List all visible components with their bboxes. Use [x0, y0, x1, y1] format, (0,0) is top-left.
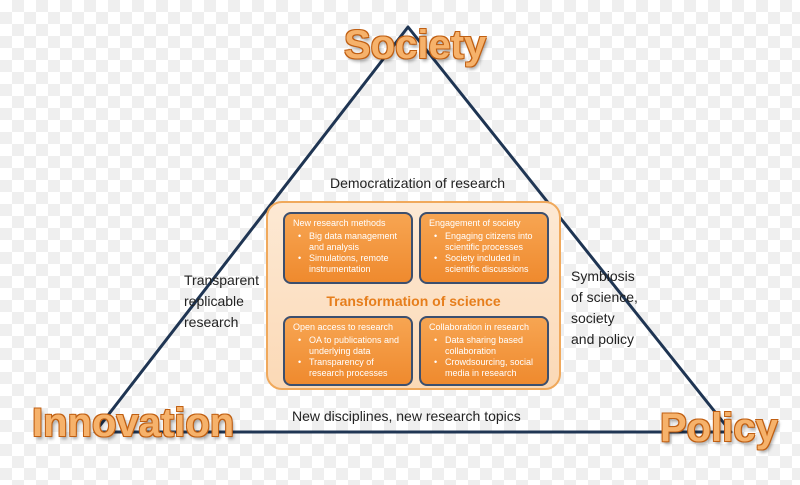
box-bullet: Simulations, remote instrumentation: [298, 253, 405, 275]
box-bullet: Society included in scientific discussio…: [434, 253, 541, 275]
edge-label-left-line: replicable: [184, 293, 244, 309]
box-engagement-of-society: Engagement of society Engaging citizens …: [419, 212, 549, 284]
edge-label-right-line: and policy: [571, 331, 635, 347]
corner-label-policy: Policy: [660, 406, 778, 450]
box-heading: Collaboration in research: [429, 322, 530, 332]
corner-label-innovation: Innovation: [32, 401, 235, 445]
corner-label-society: Society: [344, 23, 487, 67]
edge-label-right-line: of science,: [571, 289, 638, 305]
edge-label-left-line: Transparent: [184, 272, 259, 288]
edge-label-right-line: Symbiosis: [571, 268, 635, 284]
box-heading: New research methods: [293, 218, 386, 228]
box-bullet: Transparency of research processes: [298, 357, 405, 379]
edge-label-bottom: New disciplines, new research topics: [292, 408, 521, 424]
transformation-title: Transformation of science: [326, 293, 501, 309]
box-bullet: Data sharing based collaboration: [434, 335, 541, 357]
box-heading: Engagement of society: [429, 218, 521, 228]
box-bullet: Engaging citizens into scientific proces…: [434, 231, 541, 253]
edge-label-left-line: research: [184, 314, 239, 330]
box-collaboration: Collaboration in research Data sharing b…: [419, 316, 549, 386]
edge-label-right-line: society: [571, 310, 615, 326]
box-new-research-methods: New research methods Big data management…: [283, 212, 413, 284]
box-heading: Open access to research: [293, 322, 394, 332]
box-bullet: Big data management and analysis: [298, 231, 405, 253]
edge-label-top: Democratization of research: [330, 175, 506, 191]
box-open-access: Open access to research OA to publicatio…: [283, 316, 413, 386]
edge-label-left: Transparent replicable research: [184, 270, 259, 333]
edge-label-right: Symbiosis of science, society and policy: [571, 266, 638, 350]
box-bullet: Crowdsourcing, social media in research: [434, 357, 541, 379]
box-bullet: OA to publications and underlying data: [298, 335, 405, 357]
